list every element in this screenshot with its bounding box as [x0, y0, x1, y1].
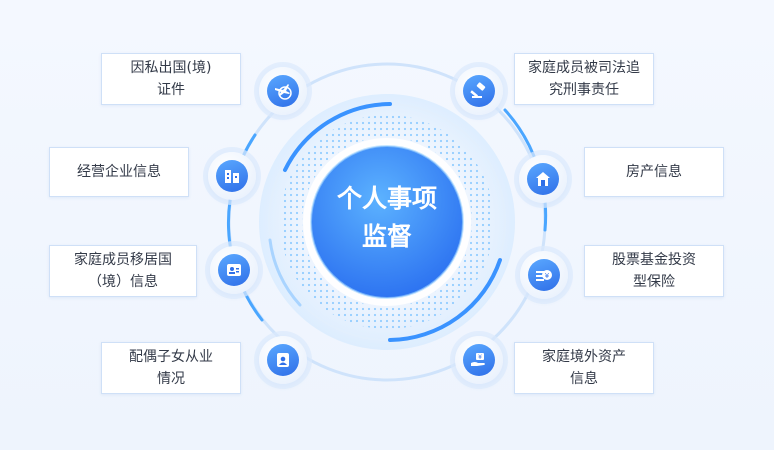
building-icon [216, 160, 248, 192]
svg-text:¥: ¥ [478, 354, 482, 361]
card-migration-label: 家庭成员移居国 （境）信息 [74, 252, 172, 290]
node-migration [210, 246, 258, 294]
node-passport [259, 67, 307, 115]
card-judicial-label: 家庭成员被司法追 究刑事责任 [528, 60, 640, 98]
card-finance: 股票基金投资 型保险 [584, 245, 724, 297]
card-finance-label: 股票基金投资 型保险 [612, 252, 696, 290]
card-overseas-label: 家庭境外资产 信息 [542, 349, 626, 387]
card-business: 经营企业信息 [49, 147, 189, 197]
id-card-icon [218, 254, 250, 286]
card-children: 配偶子女从业 情况 [101, 342, 241, 394]
gavel-icon [463, 75, 495, 107]
node-judicial [455, 67, 503, 115]
node-finance: ¥ [520, 251, 568, 299]
yen-coins-icon: ¥ [528, 259, 560, 291]
card-passport: 因私出国(境) 证件 [101, 53, 241, 105]
profile-card-icon [267, 344, 299, 376]
airplane-globe-icon [267, 75, 299, 107]
hand-money-icon: ¥ [463, 344, 495, 376]
card-overseas: 家庭境外资产 信息 [514, 342, 654, 394]
center-title-line1: 个人事项 [336, 184, 437, 213]
card-migration: 家庭成员移居国 （境）信息 [49, 245, 197, 297]
card-business-label: 经营企业信息 [77, 164, 161, 180]
node-property [519, 155, 567, 203]
svg-text:¥: ¥ [545, 272, 550, 280]
node-children [259, 336, 307, 384]
card-property-label: 房产信息 [626, 164, 682, 180]
house-icon [527, 163, 559, 195]
card-judicial: 家庭成员被司法追 究刑事责任 [514, 53, 654, 105]
center-title: 个人事项 监督 [312, 180, 462, 256]
center-title-line2: 监督 [361, 222, 412, 251]
card-property: 房产信息 [584, 147, 724, 197]
node-overseas: ¥ [455, 336, 503, 384]
node-business [208, 152, 256, 200]
card-passport-label: 因私出国(境) 证件 [130, 60, 212, 98]
card-children-label: 配偶子女从业 情况 [129, 349, 213, 387]
